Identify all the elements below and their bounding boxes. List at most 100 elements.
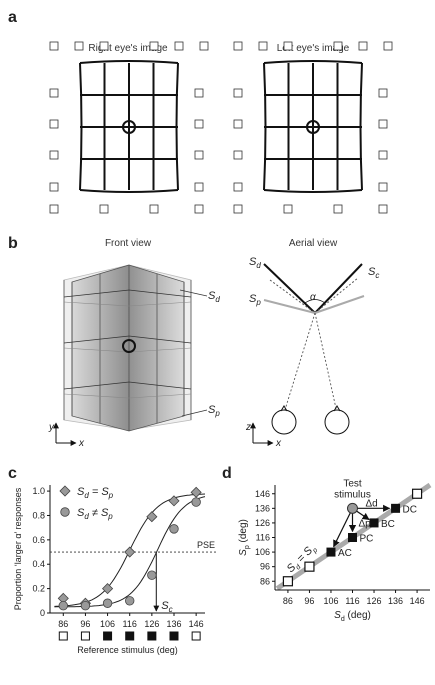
left-eye-square-side — [233, 204, 243, 214]
c-y-tick-label: 0.4 — [32, 559, 45, 569]
c-y-tick-label: 1.0 — [32, 486, 45, 496]
c-curve-unequal — [54, 496, 206, 608]
d-test-stimulus-point — [347, 502, 358, 514]
c-open-square-marker — [80, 631, 90, 641]
sp-left-line — [263, 299, 316, 314]
left-eye-square-side — [378, 150, 388, 160]
d-y-tick-label: 146 — [255, 489, 270, 499]
c-filled-square-marker — [125, 631, 135, 641]
sd-left-line — [263, 263, 316, 314]
left-eye-square-side — [233, 182, 243, 192]
left-eye-fixation-marker — [306, 120, 320, 134]
d-open-point — [411, 488, 423, 499]
d-y-tick-label: 96 — [260, 562, 270, 572]
right-eye-square-side — [194, 88, 204, 98]
right-eye-grid-col — [175, 62, 179, 191]
c-x-tick-label: 136 — [166, 619, 181, 629]
right-eye-square-side — [194, 182, 204, 192]
left-eye-square-top — [358, 41, 368, 51]
d-point-label-dc: DC — [403, 504, 417, 515]
left-eye-icon — [271, 409, 297, 435]
right-eye-square-top — [199, 41, 209, 51]
d-x-tick-label: 96 — [304, 596, 314, 606]
left-eye-square-bottom — [283, 204, 293, 214]
aerial-view-title: Aerial view — [289, 238, 338, 249]
front-sd-label: Sd — [208, 290, 220, 304]
c-circle-point — [147, 570, 157, 580]
left-eye-square-side — [233, 88, 243, 98]
left-eye-square-top — [333, 41, 343, 51]
c-pse-label: PSE — [197, 540, 215, 550]
left-eye-square-side — [378, 119, 388, 129]
fixation-marker — [122, 339, 136, 353]
aerial-sp-label: Sp — [249, 293, 261, 307]
front-grid-horizontal-flat — [63, 301, 192, 307]
d-test-label-line1: Test — [343, 478, 362, 489]
d-y-tick-label: 116 — [256, 533, 270, 543]
right-eye-square-top — [49, 41, 59, 51]
c-x-tick-label: 86 — [58, 619, 68, 629]
left-eye-grid-row — [263, 60, 363, 64]
right-eye-square-side — [49, 88, 59, 98]
left-eye-square-bottom — [333, 204, 343, 214]
c-x-axis-title: Reference stimulus (deg) — [77, 645, 178, 655]
c-x-tick-label: 106 — [100, 619, 115, 629]
d-delta-d-label: Δd — [366, 498, 378, 509]
left-pupil-icon — [280, 405, 288, 412]
right-eye-square-side — [194, 119, 204, 129]
alpha-arc — [304, 299, 326, 304]
left-eye-square-side — [233, 150, 243, 160]
d-y-tick-label: 136 — [255, 503, 270, 513]
left-eye-square-side — [378, 88, 388, 98]
d-x-tick-label: 136 — [388, 596, 403, 606]
sp-leader — [181, 409, 208, 417]
c-diamond-point — [102, 583, 114, 595]
front-view-title: Front view — [105, 238, 152, 249]
right-eye-grid-row — [79, 189, 179, 193]
d-y-tick-label: 126 — [255, 518, 270, 528]
d-point-label-ac: AC — [338, 548, 352, 559]
c-legend-diamond — [59, 485, 71, 497]
c-legend-label: Sd ≠ Sp — [77, 507, 113, 521]
c-y-tick-label: 0.8 — [32, 510, 45, 520]
right-eye-sightline — [314, 312, 338, 414]
c-x-tick-label: 96 — [80, 619, 90, 629]
sp-right-line — [314, 295, 365, 314]
panel-c-label: c — [8, 465, 17, 482]
c-circle-point — [125, 596, 135, 606]
c-circle-point — [169, 524, 179, 534]
right-eye-square-side — [49, 150, 59, 160]
left-eye-square-side — [378, 182, 388, 192]
right-eye-square-top — [74, 41, 84, 51]
d-x-tick-label: 146 — [410, 596, 425, 606]
panel-d-label: d — [222, 465, 232, 482]
c-legend-circle — [60, 507, 70, 517]
d-point-pc — [348, 533, 357, 542]
right-eye-square-bottom — [149, 204, 159, 214]
c-circle-point — [102, 598, 113, 608]
c-filled-square-marker — [169, 631, 179, 641]
d-x-tick-label: 106 — [323, 596, 338, 606]
c-x-tick-label: 146 — [189, 619, 204, 629]
c-circle-point — [191, 497, 201, 507]
front-grid-horizontal — [63, 289, 192, 298]
c-y-axis-title: Proportion ‘larger α’ responses — [13, 487, 23, 610]
left-eye-square-side — [233, 119, 243, 129]
aerial-sd-label: Sd — [249, 256, 261, 270]
d-x-tick-label: 86 — [283, 596, 293, 606]
front-y-label: y — [48, 422, 55, 433]
c-y-tick-label: 0.2 — [32, 584, 45, 594]
front-x-label: x — [78, 438, 85, 449]
d-x-tick-label: 116 — [345, 596, 359, 606]
c-y-tick-label: 0.6 — [32, 535, 45, 545]
left-eye-square-top — [258, 41, 268, 51]
c-diamond-point — [190, 486, 202, 498]
c-x-tick-label: 116 — [123, 619, 137, 629]
c-sc-label: Sc — [161, 600, 172, 614]
right-eye-square-side — [49, 119, 59, 129]
sd-right-line — [314, 263, 363, 314]
front-view-diagram: Sd Sp y x — [48, 264, 220, 449]
front-grid-lines — [63, 265, 192, 431]
c-diamond-point — [146, 511, 158, 523]
